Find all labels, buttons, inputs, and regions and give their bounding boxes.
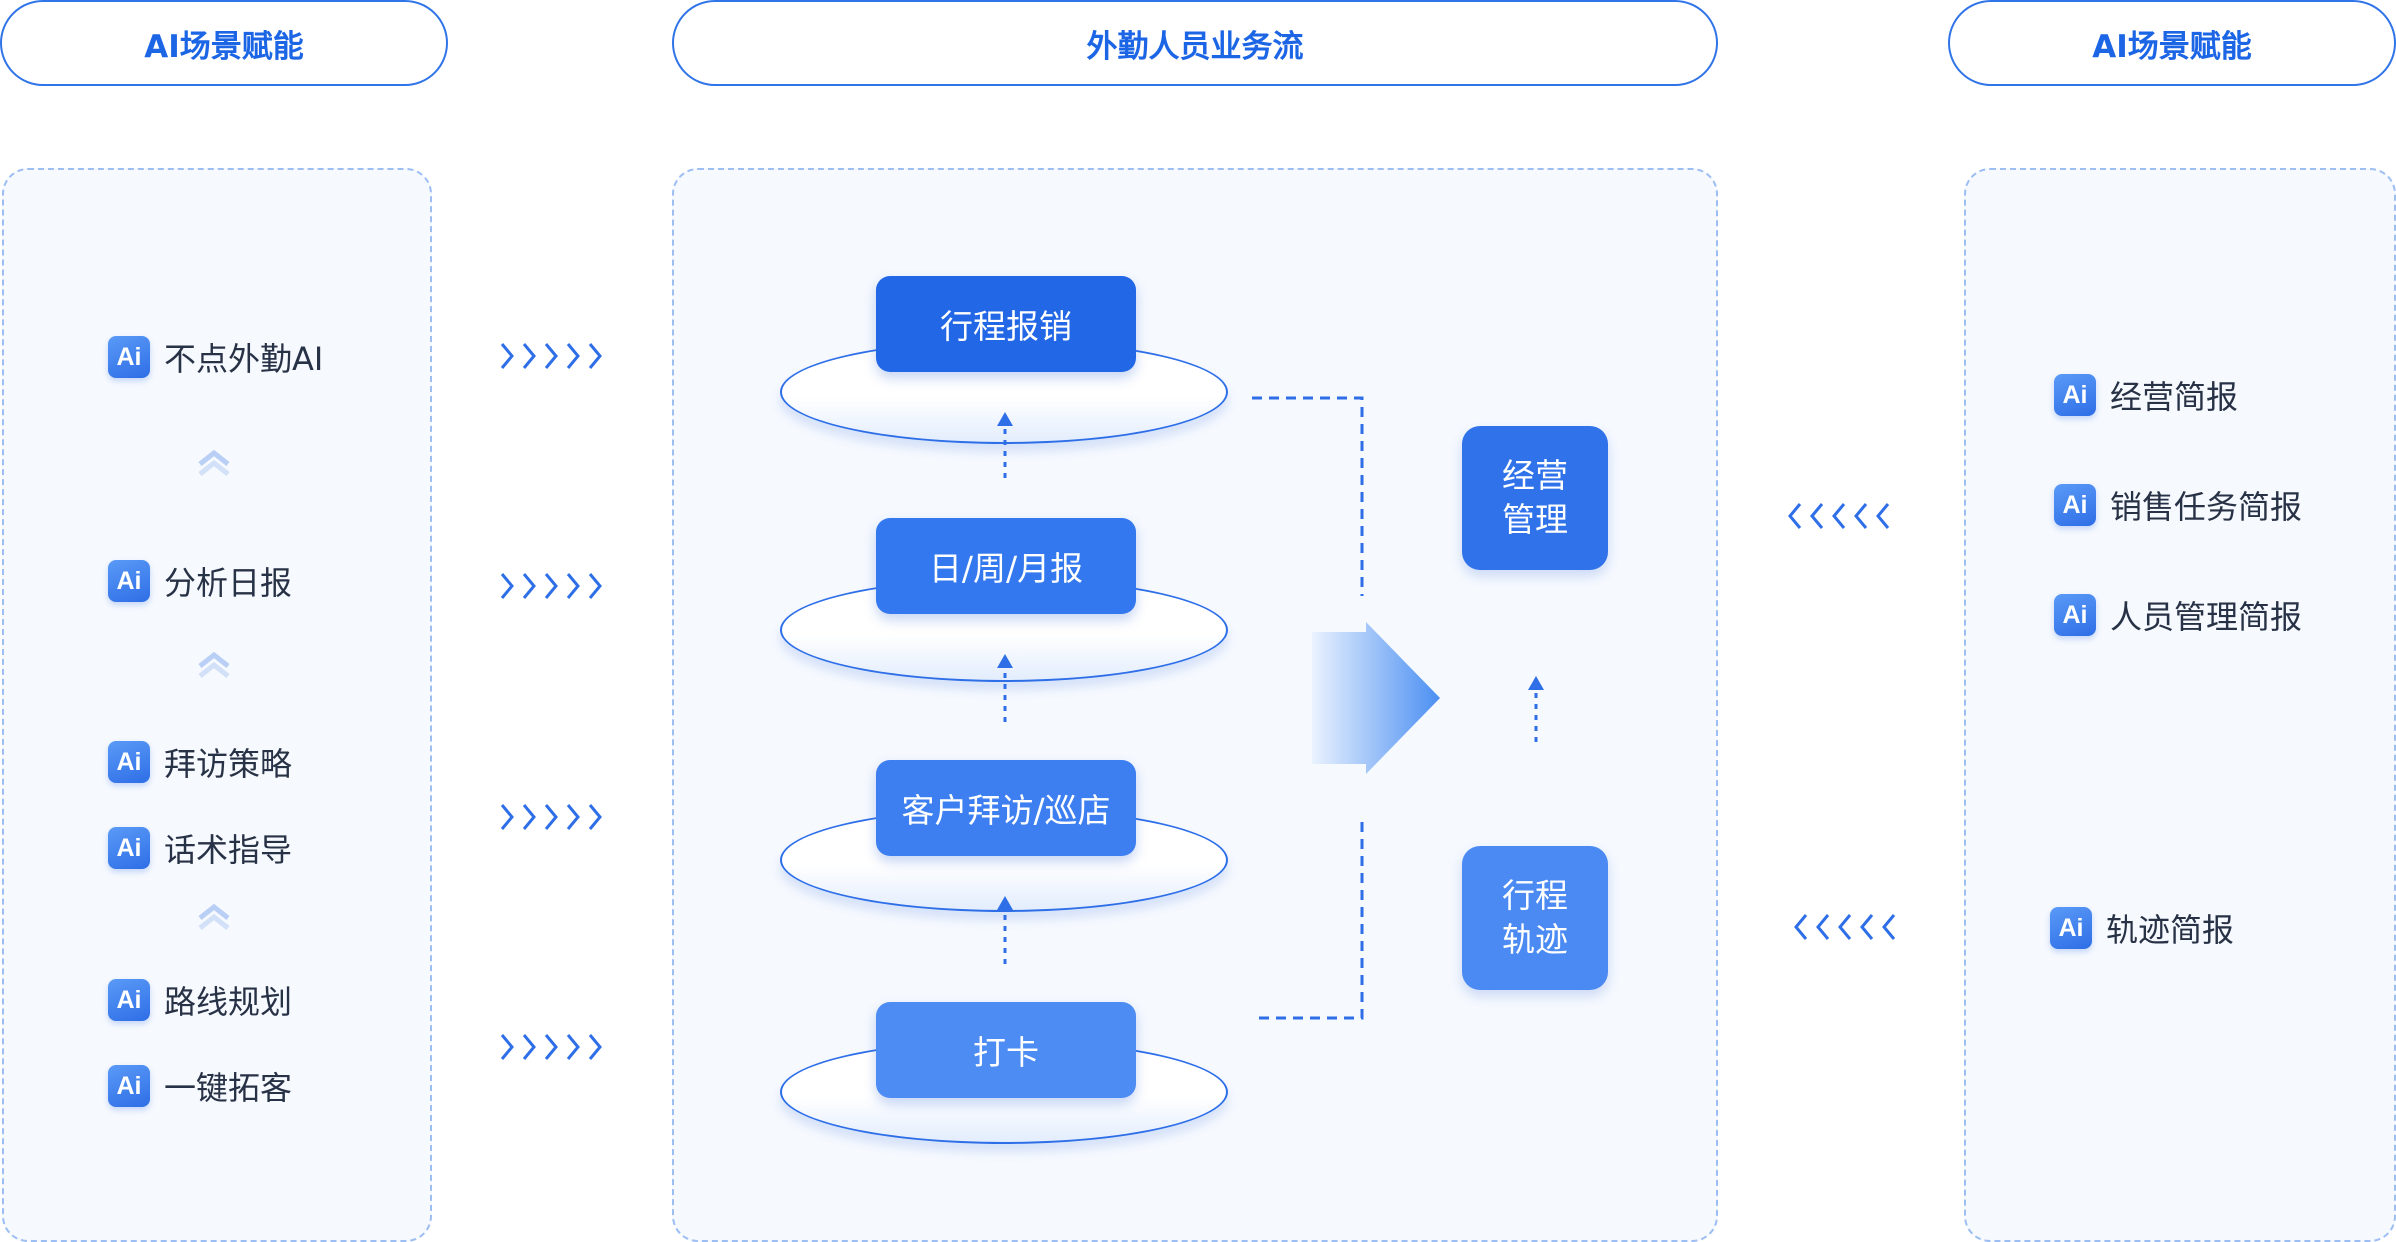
chevrons-left-icon xyxy=(1794,914,1896,940)
left-panel xyxy=(2,168,432,1242)
right-item-label: 人员管理简报 xyxy=(2110,598,2303,636)
left-item-visit-strategy[interactable]: Ai 拜访策略 xyxy=(108,739,292,785)
left-header: AI场景赋能 xyxy=(0,0,448,86)
left-item-label: 一键拓客 xyxy=(164,1069,293,1107)
center-header: 外勤人员业务流 xyxy=(672,0,1718,86)
right-item-track-brief[interactable]: Ai 轨迹简报 xyxy=(2050,905,2234,951)
chevrons-right-icon xyxy=(500,343,602,369)
step-travel-reimbursement[interactable]: 行程报销 xyxy=(876,276,1136,372)
ai-icon: Ai xyxy=(108,336,150,378)
right-item-staff-brief[interactable]: Ai 人员管理简报 xyxy=(2054,592,2302,638)
ai-icon: Ai xyxy=(2054,374,2096,416)
ai-icon: Ai xyxy=(2050,907,2092,949)
right-item-label: 销售任务简报 xyxy=(2110,488,2303,526)
chevrons-left-icon xyxy=(1788,503,1890,529)
left-item-label: 话术指导 xyxy=(164,831,293,869)
double-chevron-up-icon xyxy=(198,904,230,930)
ai-icon: Ai xyxy=(2054,594,2096,636)
left-item-label: 不点外勤AI xyxy=(164,340,324,378)
arrowheads xyxy=(997,412,1544,910)
ai-icon: Ai xyxy=(108,827,150,869)
left-item-customer-expand[interactable]: Ai 一键拓客 xyxy=(108,1063,292,1109)
right-item-sales-task-brief[interactable]: Ai 销售任务简报 xyxy=(2054,482,2302,528)
left-item-label: 分析日报 xyxy=(164,564,293,602)
box-line: 轨迹 xyxy=(1502,920,1568,959)
ai-icon: Ai xyxy=(108,1065,150,1107)
left-item-daily-report[interactable]: Ai 分析日报 xyxy=(108,558,292,604)
right-header: AI场景赋能 xyxy=(1948,0,2396,86)
left-item-ai-assistant[interactable]: Ai 不点外勤AI xyxy=(108,334,323,380)
platform-ellipse xyxy=(780,340,1228,444)
left-item-label: 路线规划 xyxy=(164,983,293,1021)
double-chevron-up-icon xyxy=(198,652,230,678)
ai-icon: Ai xyxy=(108,560,150,602)
chevrons-right-icon xyxy=(500,804,602,830)
right-item-business-brief[interactable]: Ai 经营简报 xyxy=(2054,372,2238,418)
step-periodic-report[interactable]: 日/周/月报 xyxy=(876,518,1136,614)
box-line: 经营 xyxy=(1502,456,1568,495)
ai-icon: Ai xyxy=(108,979,150,1021)
chevrons-right-icon xyxy=(500,573,602,599)
bracket-dashed-lines xyxy=(1252,396,1364,1020)
right-item-label: 经营简报 xyxy=(2110,378,2239,416)
business-management-box[interactable]: 经营 管理 xyxy=(1462,426,1608,570)
ai-icon: Ai xyxy=(108,741,150,783)
big-right-arrow xyxy=(1312,622,1440,774)
box-line: 管理 xyxy=(1502,500,1568,539)
left-item-script-guide[interactable]: Ai 话术指导 xyxy=(108,825,292,871)
right-panel xyxy=(1964,168,2396,1242)
step-check-in[interactable]: 打卡 xyxy=(876,1002,1136,1098)
track-box[interactable]: 行程 轨迹 xyxy=(1462,846,1608,990)
chevrons-right-icon xyxy=(500,1034,602,1060)
left-item-label: 拜访策略 xyxy=(164,745,293,783)
right-item-label: 轨迹简报 xyxy=(2106,911,2235,949)
box-line: 行程 xyxy=(1502,876,1568,915)
left-item-route-plan[interactable]: Ai 路线规划 xyxy=(108,977,292,1023)
ai-icon: Ai xyxy=(2054,484,2096,526)
step-customer-visit[interactable]: 客户拜访/巡店 xyxy=(876,760,1136,856)
vertical-dotted-arrows xyxy=(1003,424,1538,964)
double-chevron-up-icon xyxy=(198,450,230,476)
